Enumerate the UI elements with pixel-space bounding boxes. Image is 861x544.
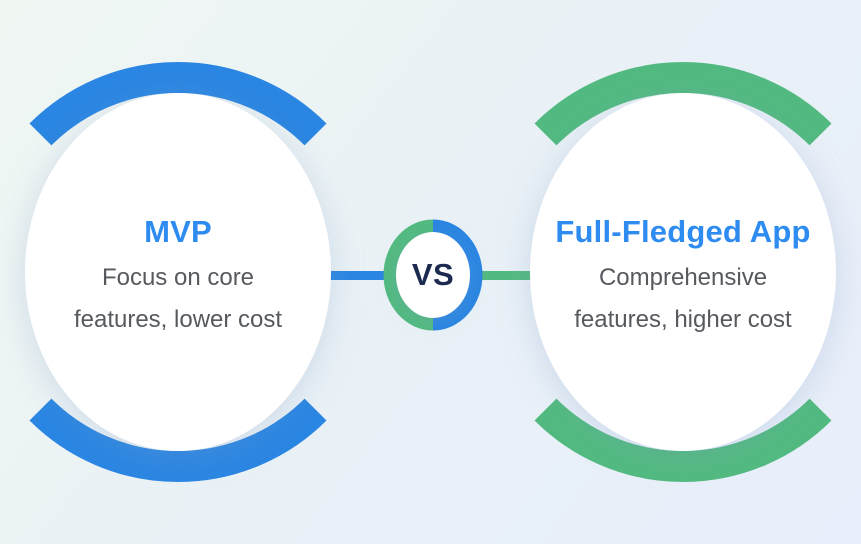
right-card-description: Comprehensive features, higher cost — [574, 264, 792, 333]
right-connector-line — [470, 271, 538, 280]
left-circle-top-arc — [29, 62, 327, 146]
left-card-circle — [25, 93, 331, 451]
left-card-title: MVP — [144, 214, 212, 249]
left-card-description: Focus on core features, lower cost — [73, 264, 283, 333]
right-circle-bottom-arc — [534, 398, 832, 482]
right-card-title: Full-Fledged App — [555, 214, 811, 249]
vs-badge-circle — [396, 232, 470, 318]
vs-ring-right-half — [383, 219, 434, 331]
left-connector-line — [322, 271, 392, 280]
vs-ring-left-half — [432, 219, 483, 331]
right-circle-top-arc — [534, 62, 832, 146]
left-circle-bottom-arc — [29, 398, 327, 482]
right-card-circle — [530, 93, 836, 451]
left-card-text: MVP Focus on core features, lower cost — [25, 213, 331, 341]
vs-badge-label: VS — [411, 257, 455, 292]
right-card-text: Full-Fledged App Comprehensive features,… — [530, 213, 836, 341]
